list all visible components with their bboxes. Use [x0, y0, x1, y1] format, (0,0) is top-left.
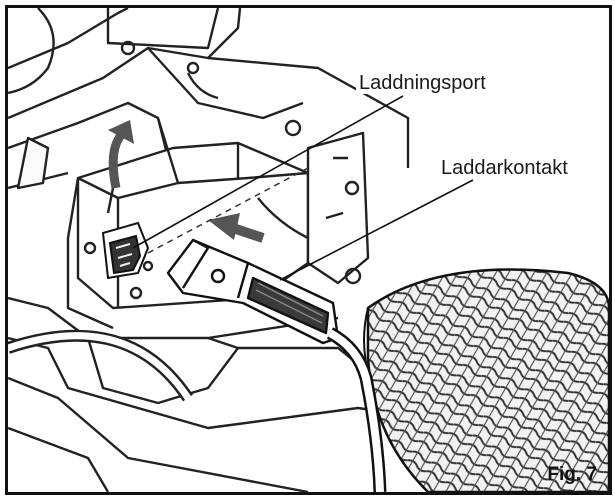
- charging-connector-plug: [166, 238, 387, 492]
- figure-frame: Laddningsport Laddarkontakt Fig. 7: [5, 5, 612, 495]
- open-lid-arrow-icon: [108, 120, 134, 189]
- figure-caption: Fig. 7: [547, 464, 597, 485]
- charging-port-label: Laddningsport: [356, 72, 489, 94]
- charging-port-socket: [101, 221, 150, 280]
- rear-tire: [363, 268, 609, 492]
- leader-line-charging-connector: [279, 179, 474, 281]
- mower-charging-illustration: [8, 8, 609, 492]
- guide-dashed-line: [147, 167, 309, 254]
- leader-line-charging-port: [132, 95, 404, 249]
- insert-direction-arrow-icon: [208, 213, 265, 243]
- charging-connector-label: Laddarkontakt: [438, 157, 571, 179]
